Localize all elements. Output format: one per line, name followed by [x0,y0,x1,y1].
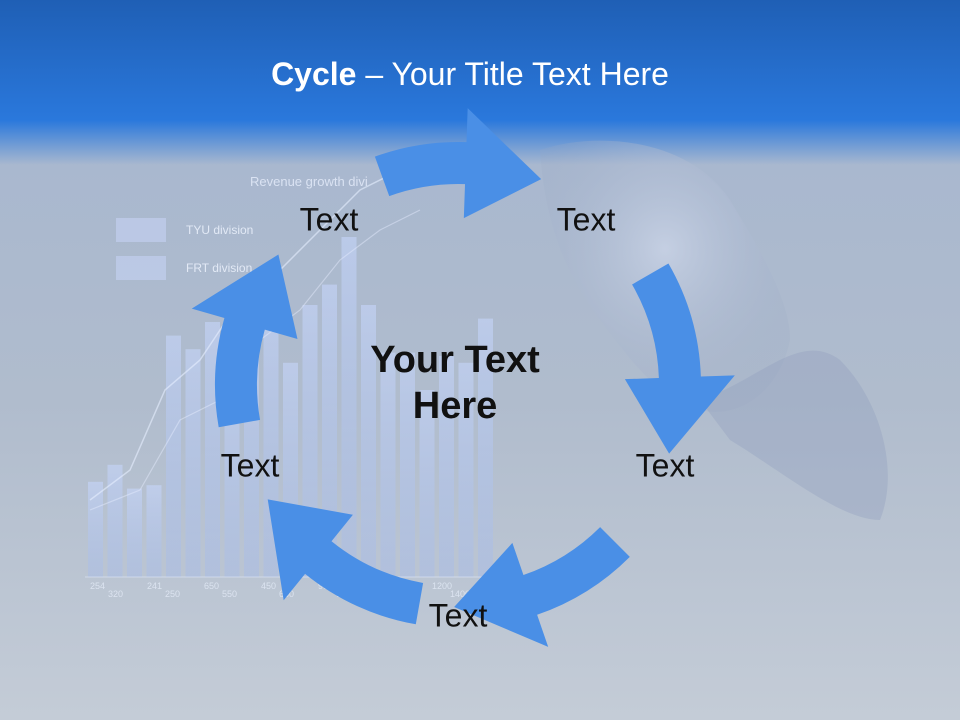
cycle-arrow-4 [267,499,424,625]
header-band: Cycle – Your Title Text Here [0,0,960,150]
bg-chart-bar [380,352,396,577]
bg-chart-bar [185,349,201,577]
bg-chart-bar [419,390,435,577]
sleeve-shape [700,350,888,520]
cycle-node-5-label: Text [220,447,280,484]
bg-chart-tick-label: 550 [222,589,237,599]
cycle-arrows [191,108,735,647]
bg-chart-bar [166,335,181,577]
cycle-arrow-5 [191,254,298,428]
cycle-arrow-2 [624,263,735,454]
bg-legend-tyu: TYU division [186,223,253,237]
bg-chart-bar [439,356,454,577]
bg-chart-bar [88,481,103,577]
slide-title-bold: Cycle [271,56,357,92]
cycle-node-1-label: Text [299,201,359,238]
bg-chart-bar [224,390,240,577]
cycle-node-2-label: Text [556,201,616,238]
bg-chart-tick-label: 241 [147,581,162,591]
bg-legend-swatch-frt [116,256,166,280]
bg-chart-tick-label: 450 [261,581,276,591]
bg-chart-bar [361,305,376,577]
bg-legend-frt: FRT division [186,261,252,275]
cycle-node-4-label: Text [428,597,488,634]
bg-chart-bar [458,362,474,577]
bg-chart-tick-label: 320 [108,589,123,599]
bg-chart-tick-label: 250 [165,589,180,599]
bg-chart-tick-label: 1400 [450,589,470,599]
cycle-center-text: Your Text Here [370,339,540,427]
bg-chart-bar [400,352,415,577]
bg-chart-bar [107,464,123,577]
bg-chart-bar [478,318,493,577]
bg-legend-swatch-tyu [116,218,166,242]
bg-chart-tick-label: 1200 [432,581,452,591]
bg-chart-bar [341,237,357,577]
slide-title-rest: – Your Title Text Here [356,56,669,92]
bg-chart-title: Revenue growth divi [250,174,368,189]
bg-chart-tick-label: 650 [204,581,219,591]
bg-chart-bar [322,284,337,577]
cycle-node-3-label: Text [635,447,695,484]
cycle-arrow-1 [374,108,542,219]
bg-chart-tick-label: 254 [90,581,105,591]
bg-chart-bar [146,485,162,577]
bg-chart-bar [127,488,142,577]
cycle-arrow-3 [454,527,630,647]
slide-title: Cycle – Your Title Text Here [0,56,940,93]
